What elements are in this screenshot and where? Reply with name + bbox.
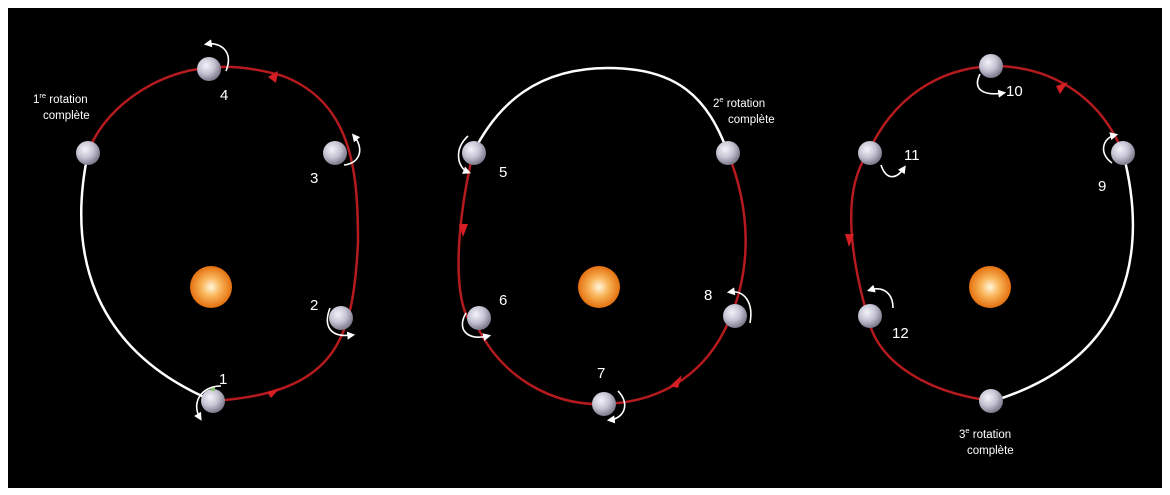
rotation-arrow-icon bbox=[976, 73, 1007, 98]
moon bbox=[329, 306, 353, 330]
orbit-1-red-arc bbox=[86, 65, 360, 403]
rotation-arrow-icon bbox=[880, 164, 906, 178]
position-label-4: 4 bbox=[220, 87, 228, 104]
position-label-11: 11 bbox=[904, 147, 920, 164]
moons bbox=[76, 54, 1135, 416]
orbit-3 bbox=[845, 64, 1135, 403]
moon bbox=[197, 57, 221, 81]
rotation-arrow-icon bbox=[343, 133, 361, 166]
sun bbox=[969, 266, 1011, 308]
rotation-arrow-icon bbox=[461, 312, 492, 342]
orbit-3-direction-arrow bbox=[1056, 82, 1068, 94]
rotation-captions: 1re rotation complète 2e rotation complè… bbox=[33, 91, 1014, 457]
moon bbox=[592, 392, 616, 416]
sun bbox=[578, 266, 620, 308]
moon bbox=[979, 54, 1003, 78]
moon bbox=[979, 389, 1003, 413]
orbit-1-direction-arrow bbox=[268, 71, 278, 83]
position-labels: 1 2 3 4 5 6 7 8 9 10 11 12 bbox=[219, 83, 1106, 388]
orbit-2-white-arc bbox=[471, 66, 730, 154]
moon bbox=[723, 304, 747, 328]
sun bbox=[190, 266, 232, 308]
position-label-2: 2 bbox=[310, 297, 318, 314]
rotation-arrow-icon bbox=[194, 385, 222, 421]
rotation-arrow-icon bbox=[866, 284, 894, 309]
rotation-arrow-icon bbox=[457, 135, 471, 174]
position-label-5: 5 bbox=[499, 164, 507, 181]
position-label-10: 10 bbox=[1006, 83, 1023, 100]
moon bbox=[858, 304, 882, 328]
rotation-arrow-icon bbox=[326, 307, 356, 340]
orbit-2-direction-arrow bbox=[670, 375, 682, 388]
moon bbox=[716, 141, 740, 165]
position-label-12: 12 bbox=[892, 325, 909, 342]
orbit-2 bbox=[457, 66, 747, 406]
orbit-3-white-arc bbox=[992, 152, 1135, 403]
orbit-1 bbox=[80, 65, 360, 403]
moon bbox=[858, 141, 882, 165]
caption-third-rotation: 3e rotation bbox=[959, 426, 1011, 441]
diagram-background: 1 2 3 4 5 6 7 8 9 10 11 12 1re rotation … bbox=[8, 8, 1162, 488]
position-label-6: 6 bbox=[499, 292, 507, 309]
orbit-1-direction-arrow bbox=[267, 388, 280, 398]
moon bbox=[323, 141, 347, 165]
orbit-1-white-arc bbox=[80, 152, 214, 403]
position-label-7: 7 bbox=[597, 365, 605, 382]
position-label-1: 1 bbox=[219, 371, 227, 388]
position-label-8: 8 bbox=[704, 287, 712, 304]
orbit-2-direction-arrow bbox=[459, 224, 468, 237]
orbit-3-direction-arrow bbox=[845, 234, 854, 247]
position-label-3: 3 bbox=[310, 170, 318, 187]
rotation-arrow-icon bbox=[203, 39, 230, 72]
caption-third-rotation-line2: complète bbox=[967, 445, 1014, 457]
caption-second-rotation-line2: complète bbox=[728, 114, 775, 126]
moon bbox=[462, 141, 486, 165]
caption-second-rotation: 2e rotation bbox=[713, 95, 765, 110]
caption-first-rotation: 1re rotation bbox=[33, 91, 88, 106]
moon bbox=[1111, 141, 1135, 165]
rotation-arrow-icon bbox=[606, 390, 626, 424]
rotation-arrow-icon bbox=[726, 287, 752, 324]
moon bbox=[467, 306, 491, 330]
rotation-arrows bbox=[194, 39, 1119, 424]
moon bbox=[76, 141, 100, 165]
position-label-9: 9 bbox=[1098, 178, 1106, 195]
orbit-diagram: 1 2 3 4 5 6 7 8 9 10 11 12 1re rotation … bbox=[33, 39, 1135, 457]
moon bbox=[201, 389, 225, 413]
rotation-arrow-icon bbox=[1102, 132, 1119, 164]
caption-first-rotation-line2: complète bbox=[43, 110, 90, 122]
